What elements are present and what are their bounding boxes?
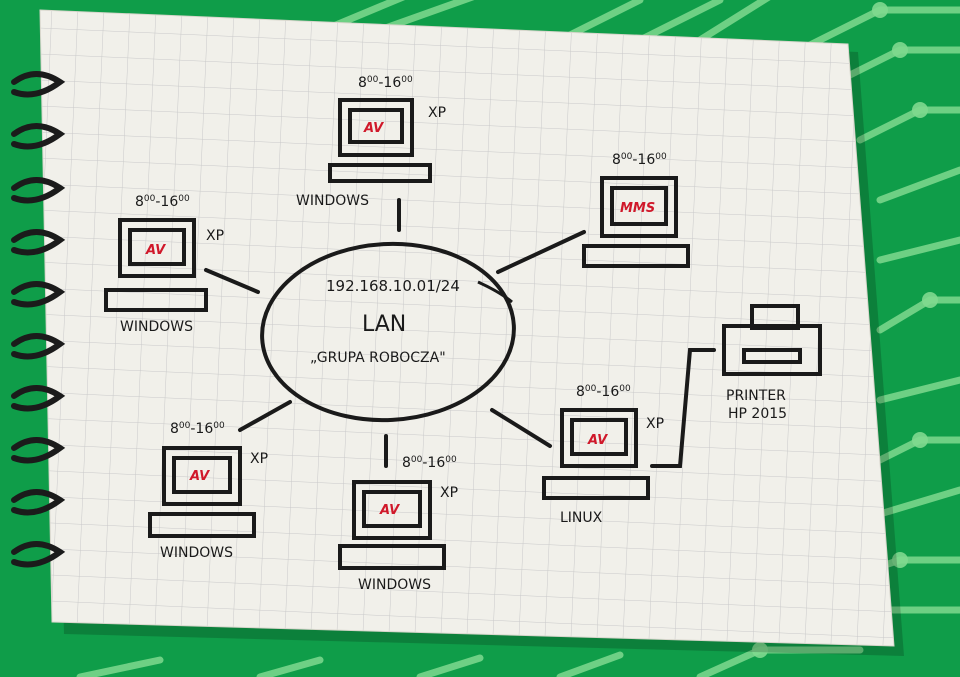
printer-label: PRINTER [726,388,786,404]
monitor-icon [104,218,208,312]
hours-sup: 00 [585,384,597,394]
screen-label: AV [145,243,166,258]
hours-mid: -16 [378,75,401,91]
monitor-icon [338,480,446,570]
screen-label: AV [363,121,384,136]
hours-mid: -16 [632,152,655,168]
hours-main: 8 [135,194,144,210]
os-version: XP [428,105,446,121]
printer[interactable]: PRINTER HP 2015 [722,304,822,422]
hours-sup: 00 [367,75,379,85]
hub-title: LAN [362,312,406,337]
network-links [204,198,716,468]
hours-sup: 00 [179,421,191,431]
hours-main: 8 [170,421,179,437]
hours-main: 8 [358,75,367,91]
printer-icon [722,304,822,376]
hours-sup: 00 [619,384,631,394]
hours-mid: -16 [596,384,619,400]
screen-label: AV [587,433,608,448]
computer-left[interactable]: 800-1600 XP AV WINDOWS [104,194,224,335]
computer-bottom[interactable]: 800-1600 XP AV WINDOWS [338,455,458,593]
hours-sup: 00 [178,194,190,204]
hours-main: 8 [612,152,621,168]
os-name: WINDOWS [358,577,431,593]
svg-text:800-1600: 800-1600 [135,194,190,210]
hours-sup: 00 [401,75,413,85]
os-name: LINUX [560,510,603,526]
spiral-binding [11,71,66,568]
computer-bottom-left[interactable]: 800-1600 XP AV WINDOWS [148,421,268,561]
lan-hub: 192.168.10.01/24 LAN „GRUPA ROBOCZA" [260,241,516,423]
hours-sup: 00 [655,152,667,162]
hours-sup: 00 [445,455,457,465]
screen-label: MMS [620,201,655,216]
printer-model: HP 2015 [728,406,787,422]
os-name: WINDOWS [160,545,233,561]
os-version: XP [646,416,664,432]
paper-sheet [39,9,895,647]
monitor-icon [148,446,256,538]
hours-mid: -16 [190,421,213,437]
svg-text:800-1600: 800-1600 [402,455,457,471]
hours-mid: -16 [155,194,178,210]
hours-sup: 00 [621,152,633,162]
link-bottom-left [238,400,292,432]
os-name: WINDOWS [296,193,369,209]
computer-top-right[interactable]: 800-1600 MMS [582,152,690,268]
lan-ellipse [260,241,516,423]
svg-text:800-1600: 800-1600 [170,421,225,437]
svg-text:800-1600: 800-1600 [358,75,413,91]
os-name: WINDOWS [120,319,193,335]
os-version: XP [206,228,224,244]
link-printer [650,348,716,468]
hub-ip-address: 192.168.10.01/24 [326,277,460,295]
link-bottom-right [490,408,552,448]
svg-text:800-1600: 800-1600 [612,152,667,168]
hours-main: 8 [402,455,411,471]
monitor-icon [582,176,690,268]
monitor-icon [328,98,432,183]
screen-label: AV [379,503,400,518]
hours-sup: 00 [144,194,156,204]
computer-top[interactable]: 800-1600 XP AV WINDOWS [296,75,446,209]
computer-bottom-right[interactable]: 800-1600 XP AV LINUX [542,384,664,526]
hours-main: 8 [576,384,585,400]
hours-mid: -16 [422,455,445,471]
hours-sup: 00 [411,455,423,465]
link-top-right [496,230,586,274]
hub-workgroup-label: „GRUPA ROBOCZA" [310,350,446,366]
screen-label: AV [189,469,210,484]
os-version: XP [440,485,458,501]
os-version: XP [250,451,268,467]
link-left [204,268,260,294]
svg-text:800-1600: 800-1600 [576,384,631,400]
monitor-icon [542,408,650,500]
hours-sup: 00 [213,421,225,431]
